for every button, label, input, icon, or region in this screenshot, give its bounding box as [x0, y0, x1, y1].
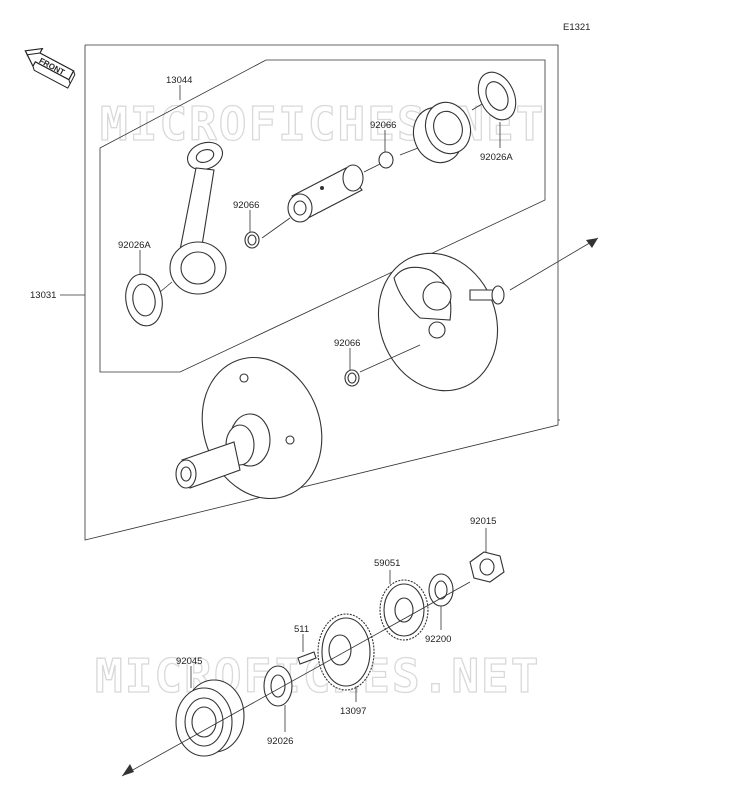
label-92045: 92045 — [176, 656, 202, 667]
label-92066-top: 92066 — [370, 120, 396, 131]
crank-pin — [287, 164, 364, 223]
needle-mid — [344, 369, 360, 387]
needle-top — [378, 151, 394, 169]
label-92015: 92015 — [470, 516, 496, 527]
diagram-code: E1321 — [563, 22, 590, 33]
label-92066-mid: 92066 — [334, 338, 360, 349]
nut — [469, 551, 505, 583]
washer-bottom — [263, 665, 293, 707]
label-92066-pin: 92066 — [233, 200, 259, 211]
label-13044: 13044 — [166, 75, 192, 86]
washer-right — [477, 71, 517, 121]
label-92026: 92026 — [267, 736, 293, 747]
label-13097: 13097 — [340, 706, 366, 717]
label-92026A-right: 92026A — [480, 152, 513, 163]
needle-pin — [244, 231, 260, 249]
gear-small — [379, 579, 429, 641]
gear-large — [317, 613, 375, 691]
label-59051: 59051 — [374, 558, 400, 569]
connecting-rod — [169, 141, 227, 295]
label-92200: 92200 — [425, 634, 451, 645]
label-511: 511 — [294, 624, 309, 635]
crankshaft-assembly-box — [84, 44, 560, 541]
crank-web-right — [377, 252, 505, 392]
watermark-top: MICROFICHES.NET — [100, 97, 545, 151]
front-arrow-icon: FRONT — [24, 47, 76, 89]
washer-left — [125, 273, 163, 327]
needle-bearing — [412, 101, 472, 164]
label-13031: 13031 — [30, 290, 56, 301]
crank-web-left — [175, 356, 323, 500]
key — [297, 651, 317, 665]
lock-washer — [428, 573, 454, 607]
ball-bearing — [175, 679, 245, 757]
connecting-rod-box — [99, 59, 546, 373]
label-92026A-left: 92026A — [118, 240, 151, 251]
watermark-bottom: MICROFICHES.NET — [95, 649, 540, 703]
